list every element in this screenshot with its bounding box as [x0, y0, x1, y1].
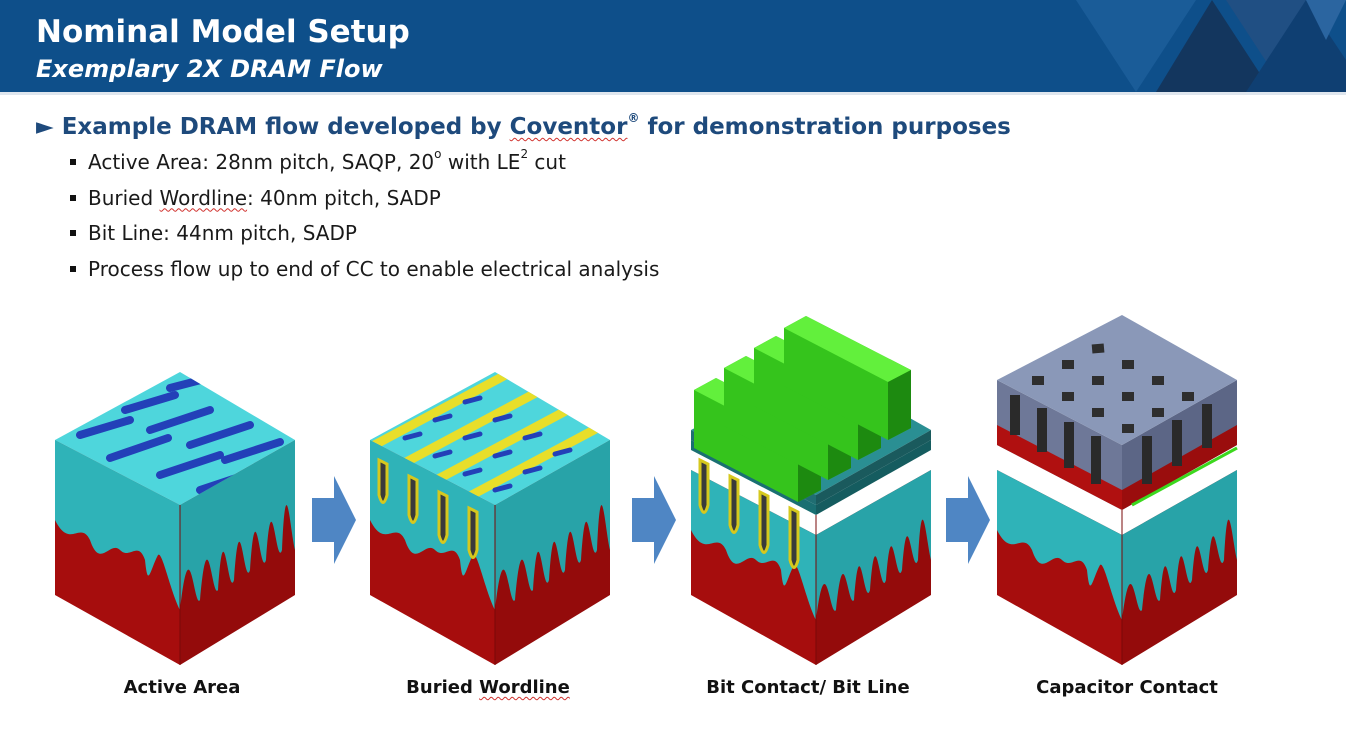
list-item: Active Area: 28nm pitch, SAQP, 20o with … [68, 147, 659, 186]
arrow-right-icon [632, 476, 676, 564]
capacitor-contact-cube [997, 315, 1238, 665]
main-bullet-prefix: Example DRAM flow developed by [61, 114, 510, 140]
stage-caption-active-area: Active Area [123, 677, 241, 698]
list-item-text: Buried Wordline: 40nm pitch, SADP [88, 185, 441, 210]
list-item: Buried Wordline: 40nm pitch, SADP [68, 186, 659, 222]
active-area-cube [55, 372, 295, 665]
bit-line-cube [691, 316, 931, 665]
buried-wordline-cube [370, 372, 610, 665]
stage-caption-bit-line: Bit Contact/ Bit Line [706, 677, 910, 698]
square-bullet-icon [70, 159, 76, 165]
arrow-right-icon [312, 476, 356, 564]
triangle-bullet-icon: ► [36, 114, 54, 140]
list-item: Bit Line: 44nm pitch, SADP [68, 221, 659, 257]
main-bullet-suffix: for demonstration purposes [639, 114, 1011, 140]
slide-title: Nominal Model Setup [36, 14, 410, 50]
triangle-pattern-icon [1076, 0, 1346, 92]
list-item-text: Process flow up to end of CC to enable e… [88, 256, 660, 281]
slide-subtitle: Exemplary 2X DRAM Flow [36, 55, 383, 83]
stage-caption-capacitor-contact: Capacitor Contact [1036, 677, 1218, 698]
main-bullet: ► Example DRAM flow developed by Covento… [36, 111, 1011, 140]
title-bar: Nominal Model Setup Exemplary 2X DRAM Fl… [0, 0, 1346, 92]
brand-name: Coventor [509, 114, 628, 140]
square-bullet-icon [70, 194, 76, 201]
stage-caption-buried-wordline: Buried Wordline [406, 677, 570, 698]
square-bullet-icon [70, 265, 76, 272]
list-item: Process flow up to end of CC to enable e… [68, 257, 659, 293]
registered-mark: ® [627, 111, 640, 126]
list-item-text: Active Area: 28nm pitch, SAQP, 20o with … [88, 147, 566, 174]
header-divider [0, 92, 1346, 95]
arrow-right-icon [946, 476, 990, 564]
list-item-text: Bit Line: 44nm pitch, SADP [88, 221, 357, 245]
square-bullet-icon [70, 230, 76, 236]
sub-bullet-list: Active Area: 28nm pitch, SAQP, 20o with … [68, 147, 659, 293]
